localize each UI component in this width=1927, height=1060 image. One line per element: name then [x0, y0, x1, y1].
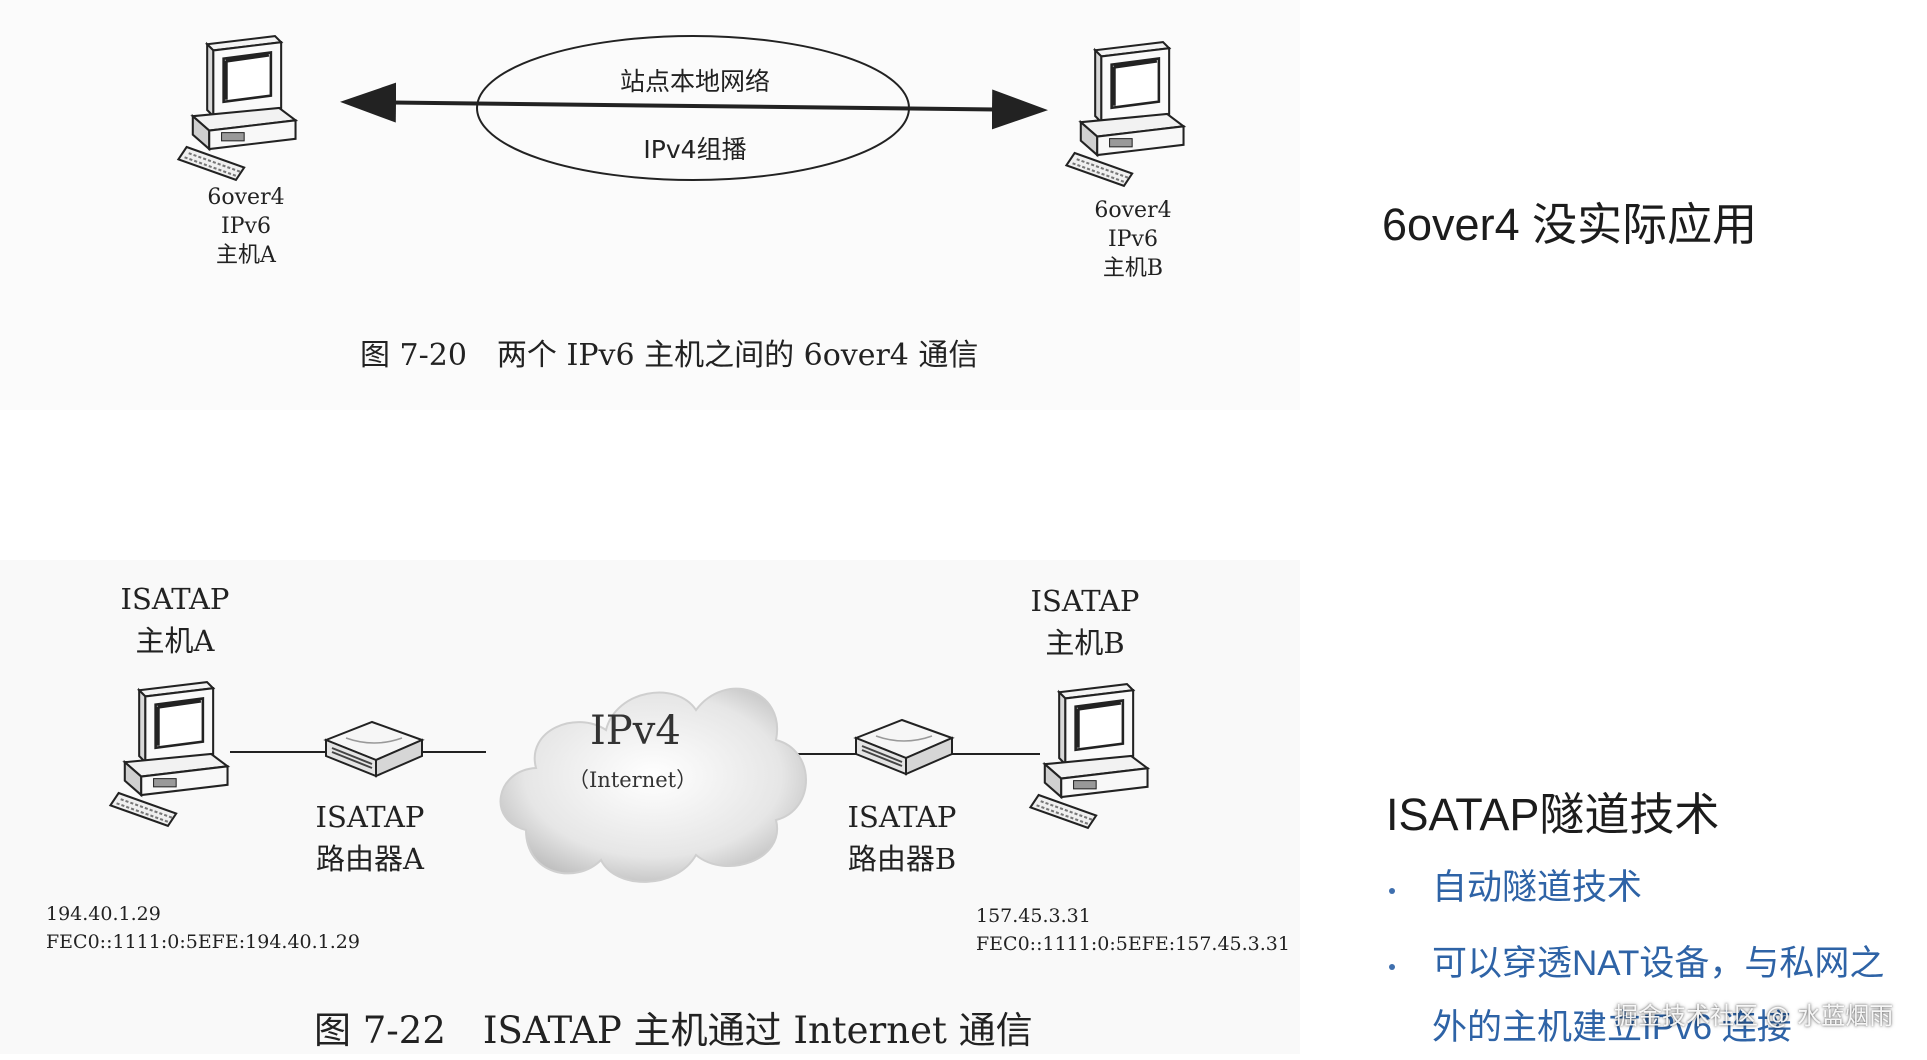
- figure-caption-7-22: 图 7-22 ISATAP 主机通过 Internet 通信: [314, 1009, 1033, 1052]
- isatap-heading: ISATAP隧道技术: [1386, 789, 1720, 840]
- isatap-host-a-label: ISATAP 主机A: [120, 582, 230, 658]
- isatap-host-a-pc-icon: [100, 680, 240, 830]
- figure-caption-7-20: 图 7-20 两个 IPv6 主机之间的 6over4 通信: [360, 338, 979, 373]
- bullet-dot-1: [1389, 888, 1395, 894]
- site-local-network-ellipse: [340, 35, 1048, 181]
- bidirectional-arrow: [340, 82, 1048, 130]
- cloud-subtitle: （Internet）: [568, 768, 698, 792]
- isatap-router-b-icon: [855, 719, 953, 775]
- bullet-dot-2: [1389, 964, 1395, 970]
- bullet-item-1: 自动隧道技术: [1432, 868, 1643, 907]
- watermark: 掘金技术社区 @ 水蓝烟雨: [1614, 1002, 1894, 1030]
- isatap-host-b-label: ISATAP 主机B: [1030, 584, 1140, 660]
- diagram-isatap: ISATAP 主机A ISATAP 路由器A IPv4 （Internet） I…: [0, 560, 1300, 1054]
- host-a-label: 6over4 IPv6 主机A: [207, 185, 285, 268]
- isatap-address-b: 157.45.3.31 FEC0::1111:0:5EFE:157.45.3.3…: [976, 905, 1290, 955]
- isatap-router-b-label: ISATAP 路由器B: [847, 800, 957, 876]
- ipv4-internet-cloud: [499, 687, 807, 883]
- bullet-item-2: 可以穿透NAT设备，与私网之外的主机建立IPv6 连接: [1432, 944, 1885, 1047]
- cloud-title: IPv4: [590, 708, 681, 754]
- note-6over4: 6over4 没实际应用: [1382, 199, 1758, 250]
- isatap-router-a-label: ISATAP 路由器A: [315, 800, 425, 876]
- isatap-host-b-pc-icon: [1020, 682, 1160, 832]
- isatap-address-a: 194.40.1.29 FEC0::1111:0:5EFE:194.40.1.2…: [46, 903, 360, 953]
- ellipse-bottom-label: IPv4组播: [643, 135, 747, 164]
- diagram-6over4: 6over4 IPv6 主机A 6over4 IPv6 主机B 站点本地网络 I…: [0, 0, 1300, 410]
- host-b-label: 6over4 IPv6 主机B: [1094, 198, 1172, 281]
- isatap-router-a-icon: [325, 721, 423, 777]
- ellipse-top-label: 站点本地网络: [619, 67, 770, 96]
